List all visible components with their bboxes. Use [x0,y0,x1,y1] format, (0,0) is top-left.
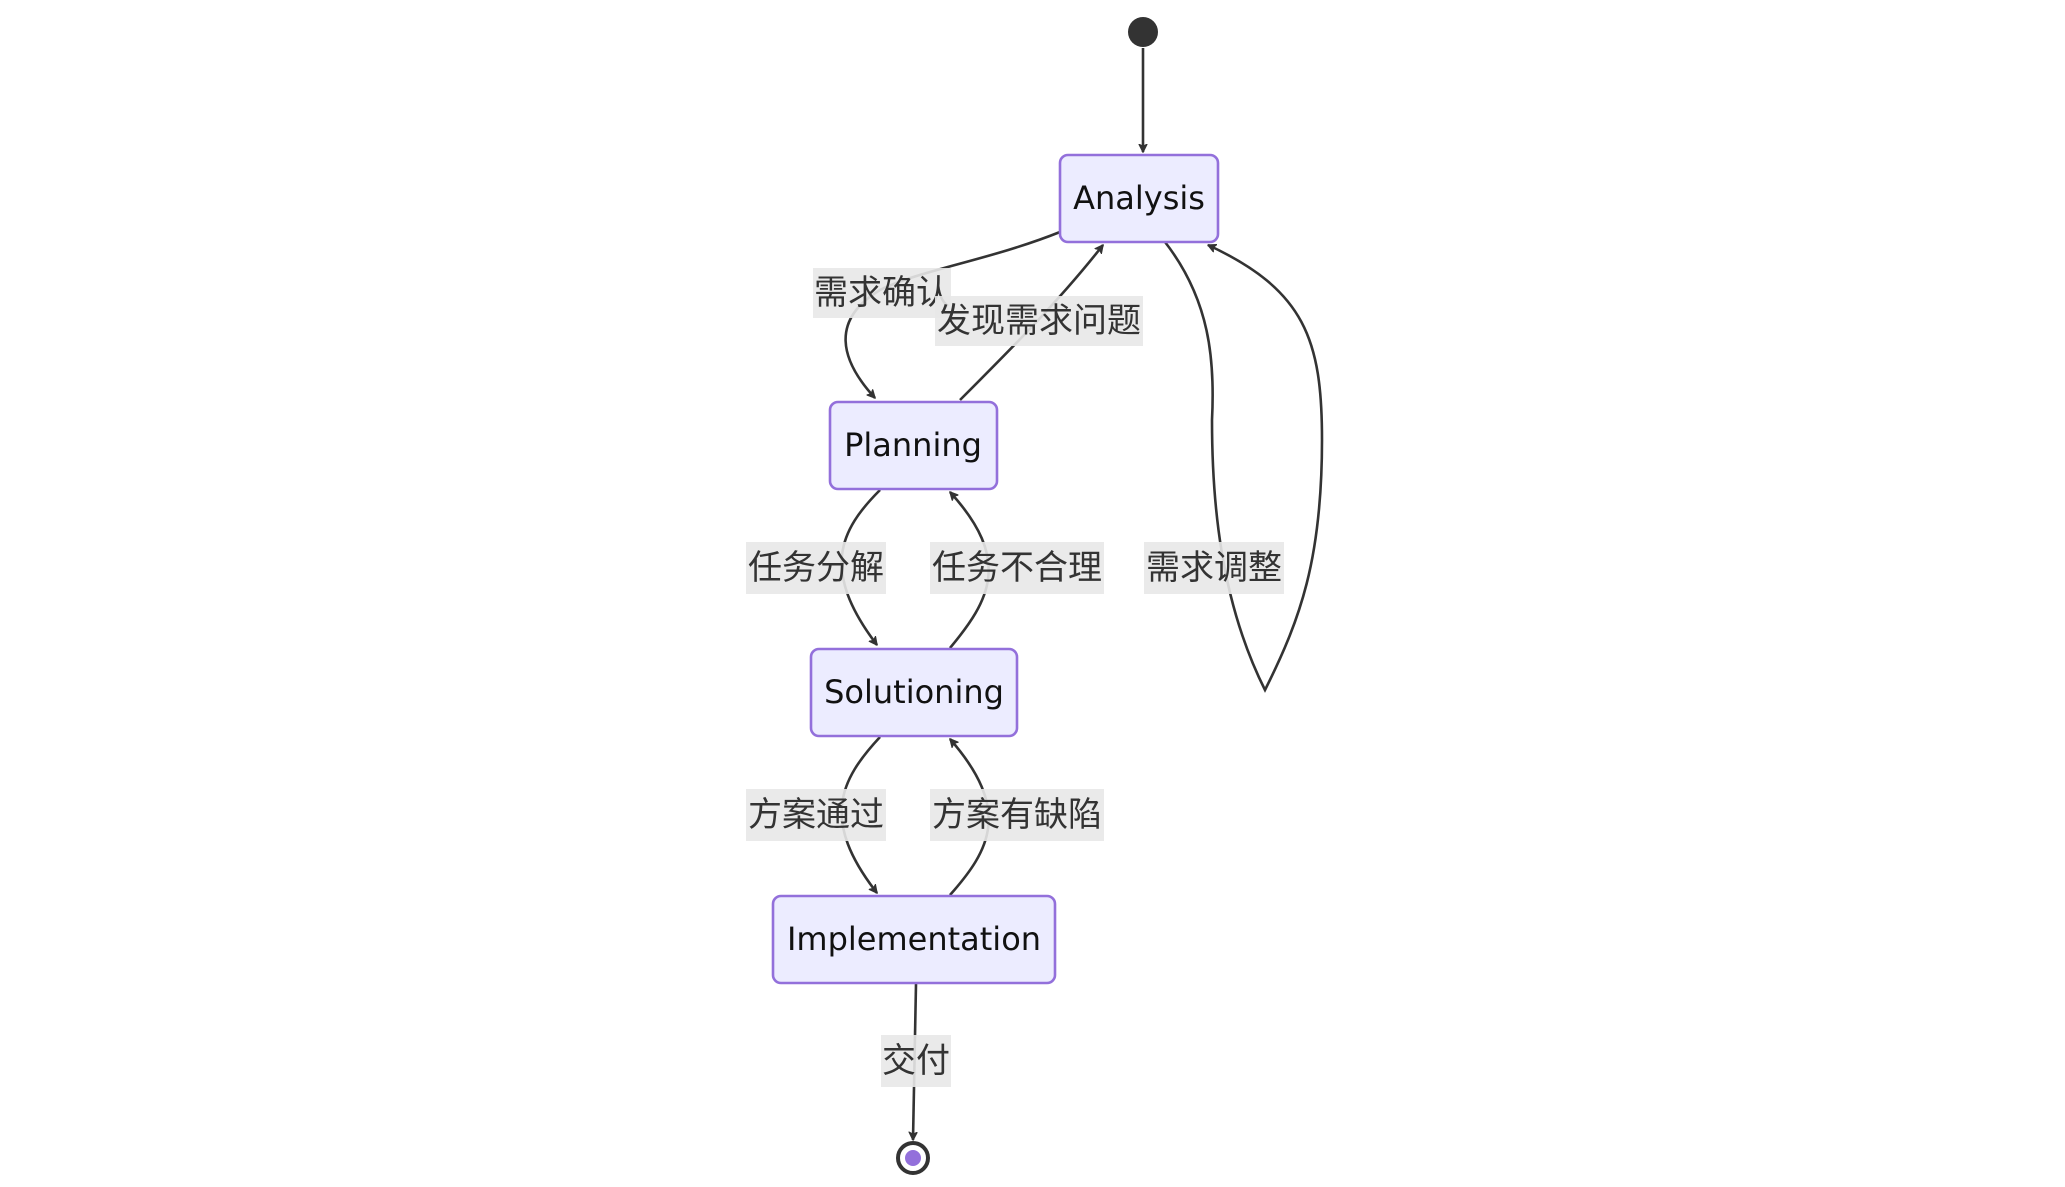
svg-text:发现需求问题: 发现需求问题 [937,301,1141,341]
start-state [1128,17,1158,47]
edge-label-analysis-self: 需求调整 [1144,542,1284,594]
svg-text:方案有缺陷: 方案有缺陷 [932,795,1102,835]
svg-text:任务分解: 任务分解 [748,548,884,588]
svg-text:交付: 交付 [882,1041,950,1081]
svg-text:任务不合理: 任务不合理 [932,548,1102,588]
edge-label-planning-solutioning: 任务分解 [746,542,886,594]
state-solutioning-label: Solutioning [824,673,1004,711]
edge-label-solutioning-planning: 任务不合理 [930,542,1104,594]
edge-label-planning-analysis: 发现需求问题 [935,296,1143,346]
svg-text:需求调整: 需求调整 [1146,548,1282,588]
state-solutioning: Solutioning [809,647,1019,738]
state-implementation-label: Implementation [787,920,1041,958]
edge-analysis-self [1163,241,1324,693]
state-planning-label: Planning [844,426,982,464]
state-planning: Planning [828,400,999,491]
end-state [896,1141,930,1175]
state-analysis: Analysis [1058,153,1220,244]
edge-label-implementation-end: 交付 [881,1035,951,1087]
edge-label-analysis-planning: 需求确认 [813,268,951,318]
state-implementation: Implementation [771,894,1057,985]
edge-label-solutioning-implementation: 方案通过 [746,789,886,841]
svg-text:需求确认: 需求确认 [814,273,950,313]
edge-label-implementation-solutioning: 方案有缺陷 [930,789,1104,841]
state-analysis-label: Analysis [1073,179,1205,217]
svg-text:方案通过: 方案通过 [748,795,884,835]
